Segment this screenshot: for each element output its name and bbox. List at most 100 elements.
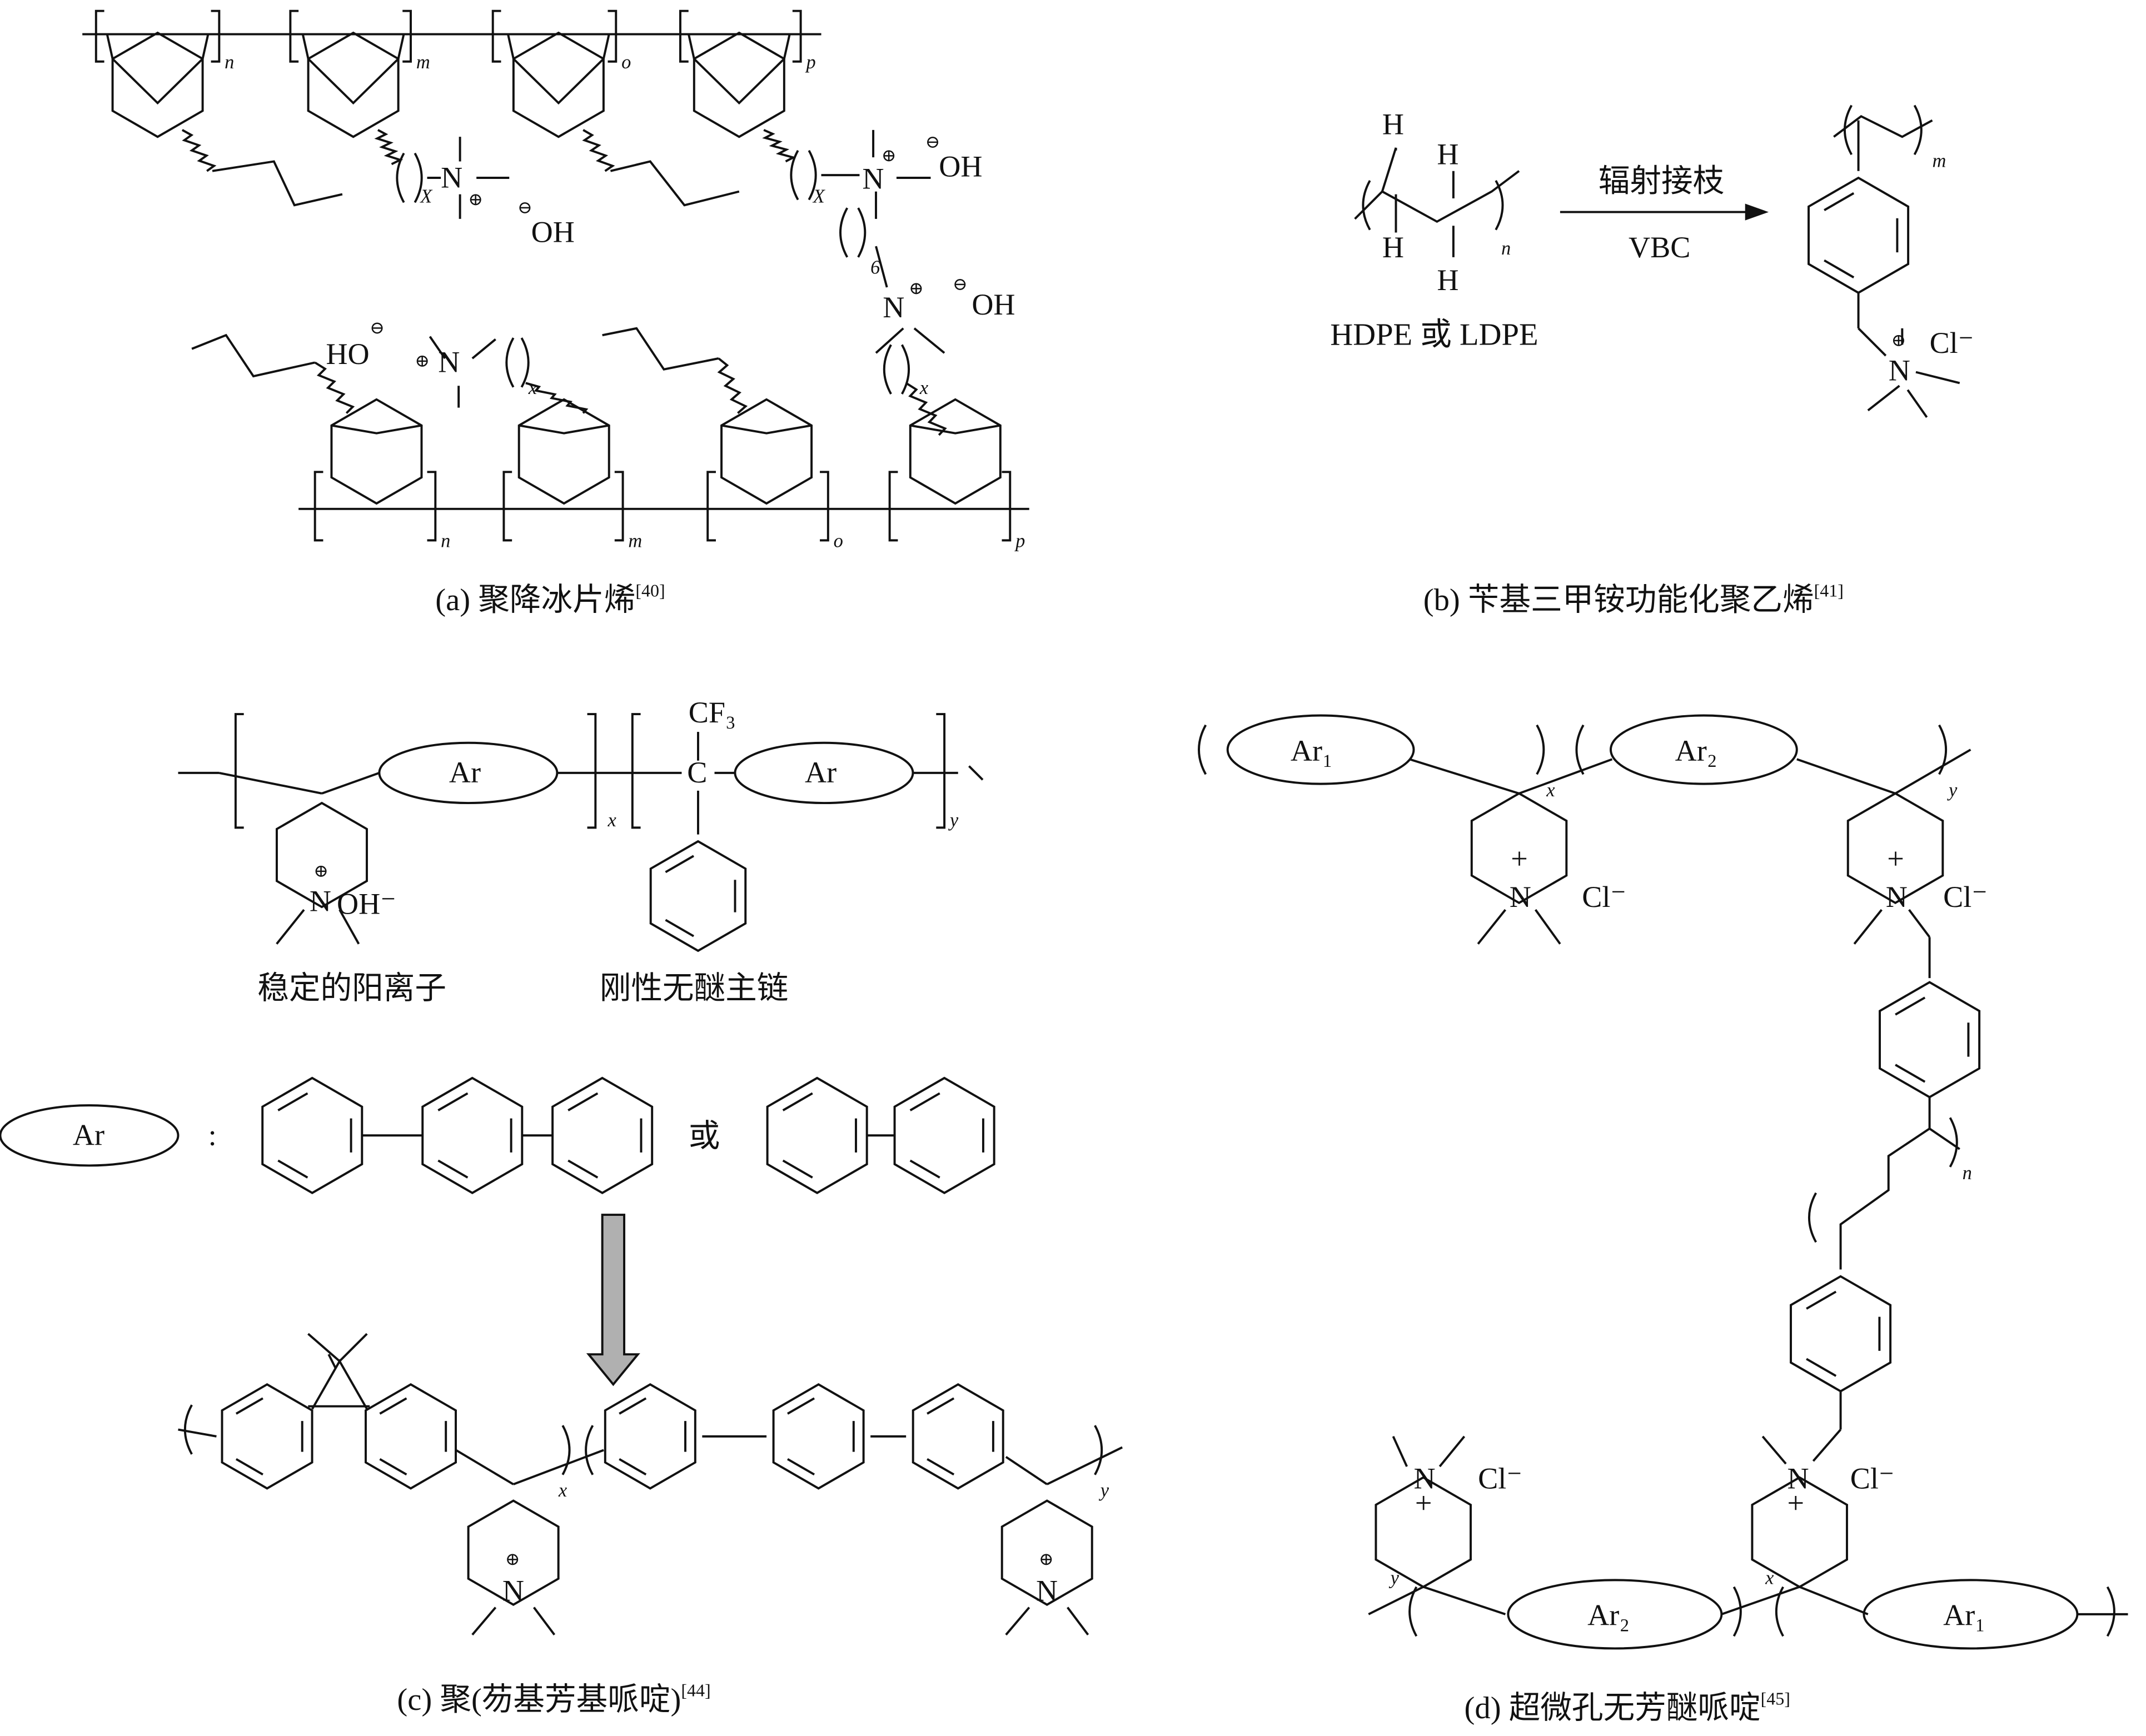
panel-d: Ar₁ Ar₂ x y + N Cl⁻ + N Cl⁻ n N + Cl⁻ N … [1291,734,1988,1725]
arrow-condition-top: 辐射接枝 [1599,164,1724,199]
five-ring [311,1359,368,1410]
bond [909,1092,940,1111]
benzene-ring [766,1076,868,1194]
bond-chain [1839,1128,1930,1270]
parenthesis [901,344,910,395]
minus-charge: ⊖ [370,318,385,338]
bracket [936,713,946,829]
bond-chain [602,327,719,371]
or-label: 或 [689,1119,720,1154]
bond [1824,192,1855,211]
benzene-ring [551,1076,654,1194]
parenthesis [585,1425,594,1475]
parenthesis [1732,1586,1742,1637]
bond [1392,1436,1408,1467]
bridge-bond [112,58,203,105]
plus-charge: ⊕ [1891,330,1906,350]
bracket [820,471,829,542]
bond [512,1449,604,1485]
bond [276,909,305,945]
sub-y: y [1099,1480,1109,1501]
bracket [631,713,641,829]
benzene-ring [1808,176,1910,295]
sub-n: n [441,531,450,552]
bracket [289,9,299,63]
wavy-bond [374,129,404,166]
plus-charge: + [1887,842,1904,875]
bond-lines [0,9,2128,1650]
plus-charge: + [1511,842,1528,875]
norbornene-ring [909,398,1002,505]
bond [1046,1446,1123,1485]
bond [913,327,945,354]
bond [235,1397,263,1415]
n-atom: N [502,1574,524,1607]
bridge-bond [693,58,785,105]
bracket [614,471,624,542]
bond [1423,1585,1506,1615]
caption-b: (b) 苄基三甲铵功能化聚乙烯[41] [1423,580,1844,617]
chain-length: 6 [870,257,880,278]
parenthesis [561,1425,571,1475]
bond [307,1333,341,1362]
bond [1895,1064,1926,1083]
ar-group: Ar [805,756,837,789]
sub-x: x [607,810,616,831]
n-atom: N [1889,353,1910,387]
bridge-bond [307,58,399,105]
bond [429,336,446,360]
ar2-group: Ar₂ [1675,734,1717,767]
bond [1858,327,1887,357]
bond [1409,758,1520,795]
wavy-bond [762,129,796,163]
bracket [679,9,689,63]
norbornene-ring [693,31,785,138]
bracket [427,471,437,542]
bond [1005,1456,1048,1485]
sub-n: n [1963,1163,1972,1184]
chloride: Cl⁻ [1943,880,1988,914]
bond [437,1092,469,1111]
label-rigid-backbone: 刚性无醚主链 [600,971,789,1006]
colon: : [208,1119,217,1152]
ar-ellipse [1226,714,1415,785]
n-atom: N [438,346,460,379]
ar1-group: Ar₁ [1943,1599,1985,1632]
benzene-ring [912,1383,1004,1490]
parenthesis [1775,1586,1784,1637]
bond [602,34,610,59]
sub-x: x [528,377,537,398]
panel-a: n m o p N ⊕ X ⊖ OH N ⊕ X ⊖ OH 6 N ⊕ ⊖ OH… [225,52,1025,617]
sub-y: y [1947,780,1958,801]
wavy-bond [181,129,217,172]
bracket [706,471,716,542]
bond [1067,1607,1089,1636]
sub-x: x [919,377,929,398]
parenthesis [1536,724,1545,775]
n-atom: N [1036,1574,1058,1607]
bond [1895,996,1926,1016]
bond [1906,389,1928,418]
chloride: Cl⁻ [1478,1461,1522,1495]
wavy-bond [717,357,748,414]
bracket [402,9,412,63]
sub-x: X [419,186,433,207]
hydroxide: HO [326,337,369,371]
arrow-condition-bottom: VBC [1629,231,1690,264]
chloride: Cl⁻ [1930,326,1974,360]
wavy-bond [905,382,947,436]
parenthesis [1408,1586,1418,1637]
parenthesis [883,344,892,395]
plus-charge: ⊕ [909,278,924,298]
plus-charge: ⊕ [468,189,483,209]
bond [1915,371,1960,385]
bond [665,855,694,874]
parenthesis [520,337,530,388]
bond [1908,909,1931,938]
benzene-ring [604,1383,696,1490]
bond [1796,758,1896,795]
carbon-atom: C [687,756,707,789]
parenthesis [1362,179,1371,231]
bond [507,34,515,59]
bond [619,1397,647,1415]
